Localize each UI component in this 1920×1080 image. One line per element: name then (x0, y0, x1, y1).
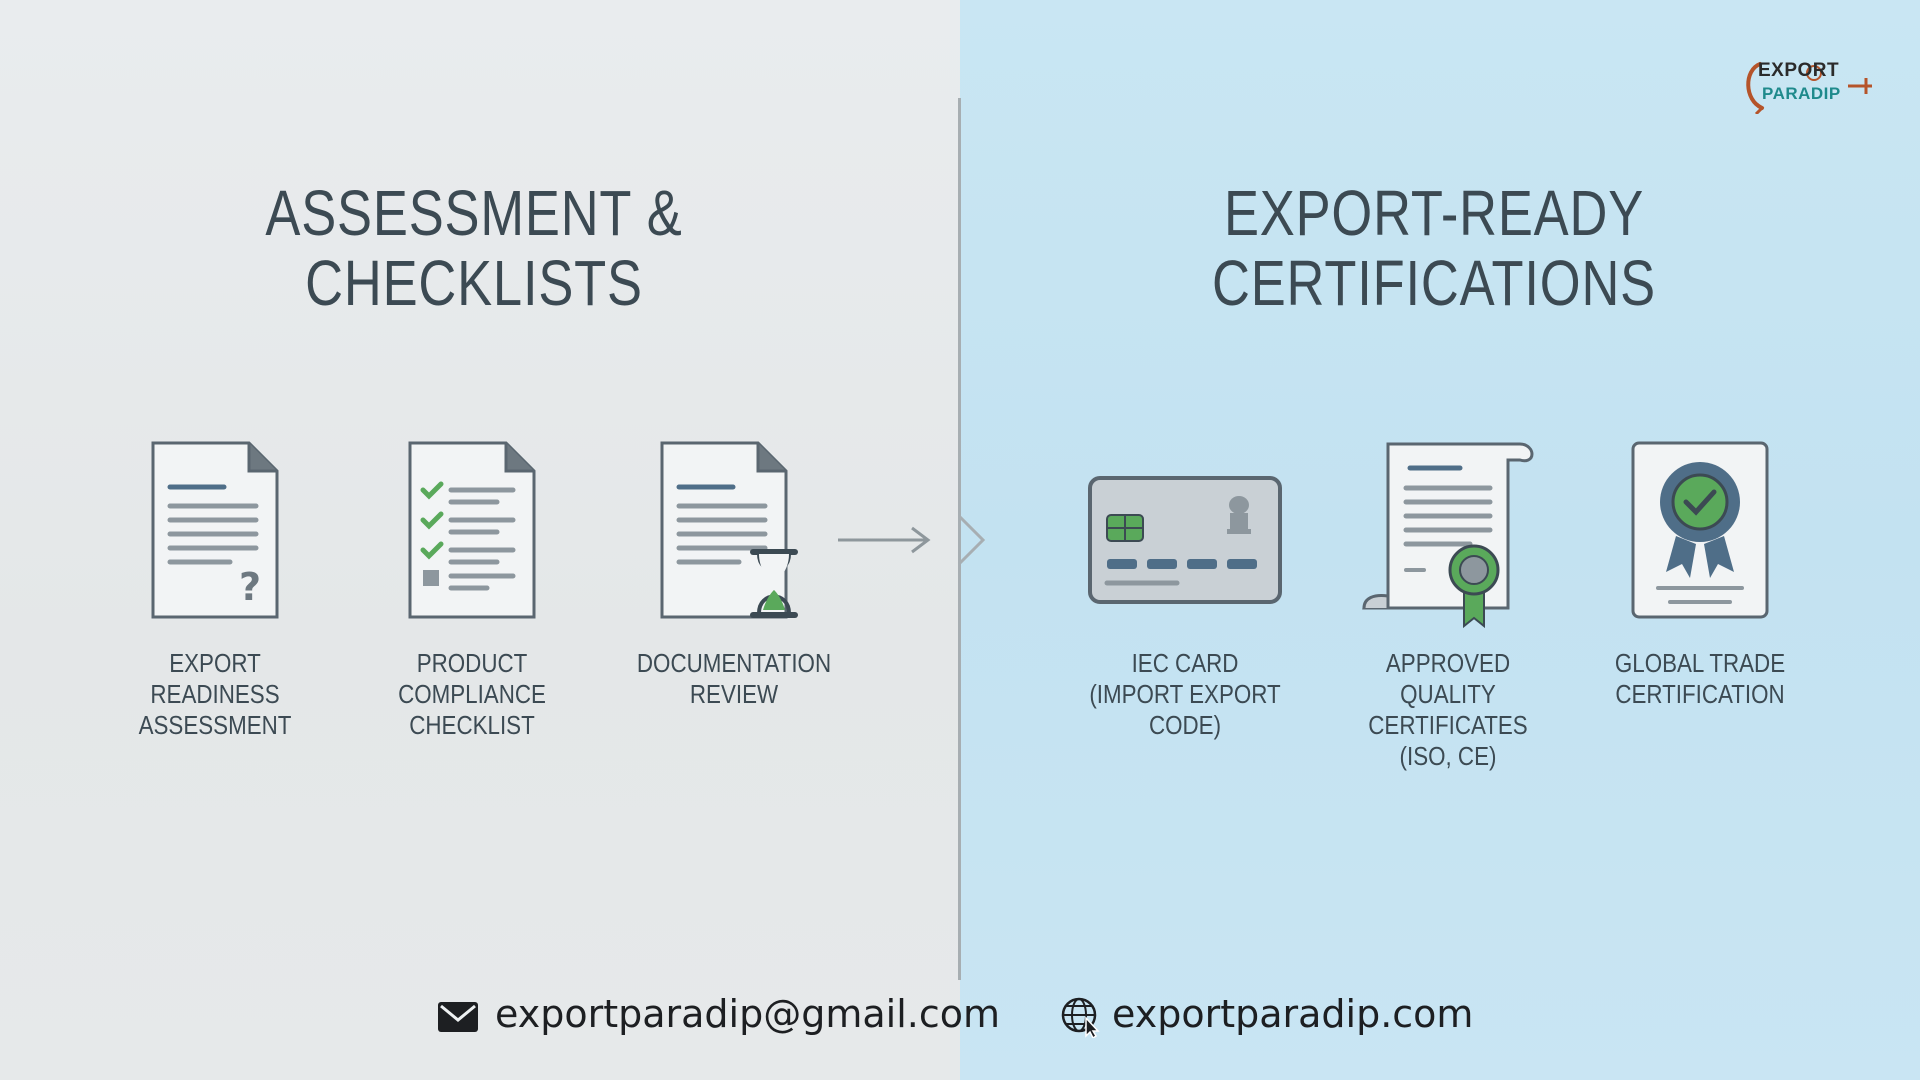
logo-text-export: EXPORT (1758, 60, 1840, 81)
label-line-1: IEC CARD (1131, 648, 1239, 678)
award-badge-icon (1631, 441, 1769, 619)
brand-logo[interactable]: EXPORT PARADIP (1738, 56, 1874, 114)
certifications-title-line-2: CERTIFICATIONS (1212, 247, 1656, 319)
hourglass-icon (750, 549, 798, 618)
certifications-title-line-1: EXPORT-READY (1223, 177, 1645, 249)
email-link[interactable]: exportparadip@gmail.com (495, 992, 1000, 1036)
checklist-document-icon (408, 441, 536, 619)
item-label: IEC CARD (IMPORT EXPORT CODE) (1082, 648, 1288, 741)
logo-text-paradip: PARADIP (1762, 84, 1841, 103)
seal-ribbon-icon (1448, 544, 1500, 629)
certifications-section-title: EXPORT-READY CERTIFICATIONS (1147, 178, 1721, 318)
label-line-3: (ISO, CE) (1399, 741, 1497, 771)
label-line-1: PRODUCT (416, 648, 528, 678)
item-label: PRODUCT COMPLIANCE CHECKLIST (369, 648, 575, 741)
item-label: APPROVED QUALITY CERTIFICATES (ISO, CE) (1345, 648, 1551, 772)
certificate-scroll-icon (1362, 442, 1534, 629)
arrow-right-icon (838, 526, 931, 554)
item-label: EXPORT READINESS ASSESSMENT (112, 648, 318, 741)
website-link[interactable]: exportparadip.com (1112, 992, 1474, 1036)
document-question-icon: ? (151, 441, 279, 619)
chevron-right-icon (957, 514, 986, 566)
label-line-1: EXPORT READINESS (150, 648, 280, 709)
label-line-2: ASSESSMENT (138, 710, 292, 740)
contact-bar: exportparadip@gmail.com exportparadip.co… (0, 990, 1920, 1042)
item-label: GLOBAL TRADE CERTIFICATION (1597, 648, 1803, 710)
emblem-icon (1227, 496, 1251, 534)
assessment-title-line-1: ASSESSMENT & (265, 177, 683, 249)
item-label: DOCUMENTATION REVIEW (631, 648, 837, 710)
label-line-2: CERTIFICATION (1615, 679, 1785, 709)
id-card-icon (1088, 476, 1282, 604)
assessment-title-line-2: CHECKLISTS (305, 247, 643, 319)
label-line-3: CHECKLIST (409, 710, 535, 740)
label-line-1: GLOBAL TRADE (1614, 648, 1786, 678)
label-line-2: COMPLIANCE (398, 679, 546, 709)
label-line-3: CODE) (1148, 710, 1222, 740)
globe-cursor-icon (1061, 997, 1100, 1038)
label-line-2: REVIEW (689, 679, 779, 709)
assessment-section-title: ASSESSMENT & CHECKLISTS (187, 178, 761, 318)
section-divider (958, 98, 961, 980)
label-line-1: APPROVED QUALITY (1385, 648, 1511, 709)
label-line-2: (IMPORT EXPORT (1089, 679, 1281, 709)
document-hourglass-icon (660, 441, 798, 619)
envelope-icon (438, 1002, 478, 1032)
label-line-1: DOCUMENTATION (636, 648, 832, 678)
svg-text:?: ? (239, 565, 261, 609)
label-line-2: CERTIFICATES (1368, 710, 1528, 740)
anchor-icon (1746, 62, 1872, 114)
